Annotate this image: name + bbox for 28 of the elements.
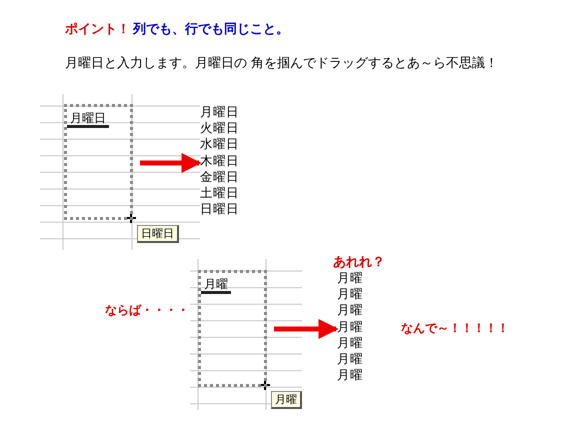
filled-value: 日曜日 [200,201,239,218]
heading-text: 列でも、行でも同じこと。 [133,21,289,38]
filled-value: 木曜日 [200,152,239,169]
filled-value: 火曜日 [200,120,239,136]
arrow [140,153,202,173]
filled-value: 土曜日 [200,185,239,202]
arrow [274,319,338,339]
fill-selection-box [64,104,133,220]
point-heading: ポイント！ [65,21,130,38]
fill-selection-box [198,270,267,387]
filled-value: 月曜 [337,270,363,286]
filled-value: 月曜 [337,351,363,368]
instruction-text: 月曜日と入力します。月曜日の 角を掴んでドラッグするとあ～ら不思議！ [65,55,498,72]
exclamation-text: なんで～！！！！！ [401,320,509,337]
note-text: ならば・・・・ [105,302,189,319]
filled-value: 月曜 [337,302,363,319]
filled-value: 月曜日 [200,104,239,120]
filled-value: 水曜日 [200,136,239,153]
fill-tooltip: 日曜日 [137,225,179,243]
filled-value: 月曜 [337,367,363,384]
filled-value: 月曜 [337,334,363,352]
exclamation-text: あれれ？ [333,254,385,271]
filled-value: 月曜 [337,286,363,302]
fill-tooltip: 月曜 [271,391,302,409]
cell-entry: 月曜日 [67,111,109,128]
filled-value: 金曜日 [200,168,239,186]
filled-value: 月曜 [337,318,363,335]
cell-entry: 月曜 [201,277,231,294]
